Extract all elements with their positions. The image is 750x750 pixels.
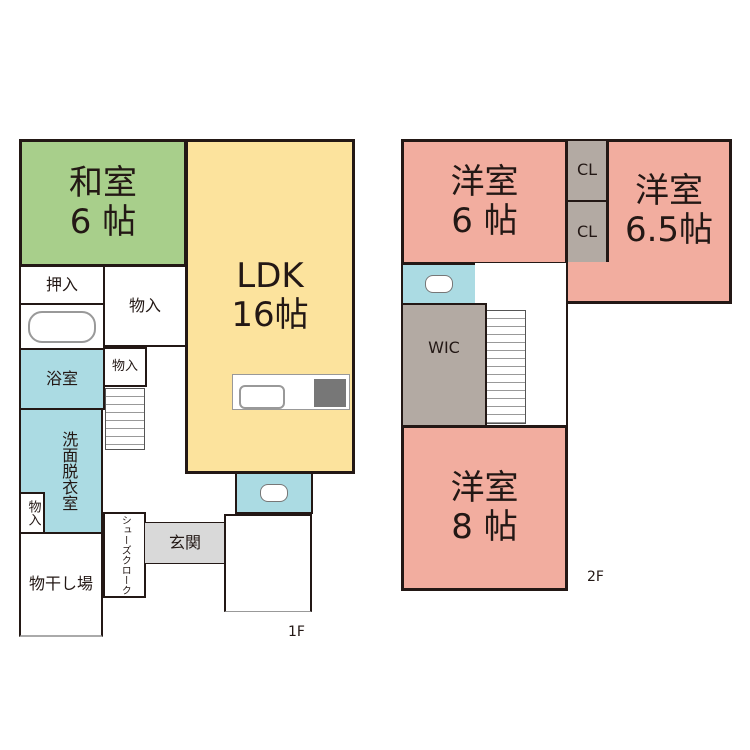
- room-name: LDK: [236, 256, 304, 296]
- room-name: 和室: [69, 162, 137, 203]
- room-storage-small: 物入: [103, 347, 147, 387]
- room-size: 6 帖: [69, 202, 137, 242]
- closet-2: CL: [566, 200, 608, 264]
- stairs-2f: [486, 310, 526, 424]
- room-name: 洋室: [450, 161, 519, 202]
- room-storage-big: 物入: [103, 265, 187, 347]
- sink-icon: [239, 385, 285, 409]
- room-ldk: LDK 16帖: [185, 139, 355, 474]
- room-washitsu: 和室 6 帖: [19, 139, 187, 267]
- western-6-5-entry: [566, 262, 610, 304]
- room-size: 8 帖: [451, 507, 518, 547]
- room-entrance: 玄関: [144, 522, 226, 564]
- room-size: 6.5帖: [624, 210, 714, 251]
- toilet-icon: [260, 484, 288, 502]
- room-western-6-5: 洋室 6.5帖: [606, 139, 732, 304]
- bathtub-icon: [28, 310, 96, 343]
- room-storage-tiny: 物入: [19, 492, 45, 534]
- floor-label-1f: 1F: [288, 624, 305, 640]
- room-name: 洋室: [450, 467, 519, 508]
- stove-icon: [314, 379, 346, 407]
- room-western-6: 洋室 6 帖: [401, 139, 568, 265]
- room-size: 16帖: [231, 295, 309, 336]
- floor-label-2f: 2F: [587, 569, 604, 585]
- room-shoe-cloak: シューズクローク: [103, 512, 146, 598]
- room-bath: 浴室: [19, 348, 105, 410]
- room-toilet-1f: [235, 472, 313, 514]
- room-oshiire: 押入: [19, 265, 105, 305]
- room-drying: 物干し場: [19, 532, 103, 637]
- kitchen-counter: [232, 374, 350, 410]
- room-western-8: 洋室 8 帖: [401, 425, 568, 591]
- toilet-icon: [425, 275, 453, 293]
- stairs-1f: [105, 388, 145, 450]
- room-wic: WIC: [401, 303, 487, 427]
- room-name: 洋室: [635, 171, 703, 211]
- porch: [224, 514, 312, 612]
- room-size: 6 帖: [451, 201, 518, 241]
- closet-1: CL: [566, 139, 608, 202]
- bathtub-area: [19, 303, 105, 350]
- room-toilet-2f: [401, 263, 477, 305]
